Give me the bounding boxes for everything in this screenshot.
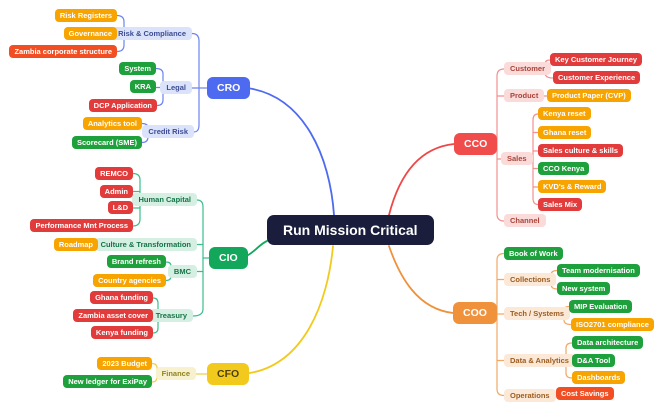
node-risk-and-compliance[interactable]: Risk & Compliance — [112, 27, 192, 40]
node-legal[interactable]: Legal — [160, 81, 192, 94]
node-dashboards[interactable]: Dashboards — [572, 371, 626, 384]
node-governance[interactable]: Governance — [63, 27, 117, 40]
node-kenya-funding[interactable]: Kenya funding — [90, 326, 153, 339]
node-risk-registers[interactable]: Risk Registers — [54, 9, 117, 22]
node-data-and-analytics[interactable]: Data & Analytics — [504, 354, 575, 367]
curve-coo — [388, 245, 454, 314]
node-finance[interactable]: Finance — [155, 367, 196, 380]
node-country-agencies[interactable]: Country agencies — [93, 274, 166, 287]
node-ghana-funding[interactable]: Ghana funding — [90, 291, 153, 304]
node-bmc[interactable]: BMC — [167, 265, 197, 278]
node-sales-mix[interactable]: Sales Mix — [538, 198, 583, 211]
branch-cro[interactable]: CRO — [207, 77, 251, 99]
main-branch-curves — [235, 87, 455, 375]
node-product-paper-cvp[interactable]: Product Paper (CVP) — [547, 89, 631, 102]
curve-cfo — [242, 245, 334, 375]
node-new-ledger-for-exipay[interactable]: New ledger for ExiPay — [63, 375, 152, 388]
node-operations[interactable]: Operations — [504, 389, 556, 402]
curve-cro — [246, 87, 335, 216]
node-zambia-corporate-structure[interactable]: Zambia corporate structure — [9, 45, 117, 58]
node-scorecard-sme[interactable]: Scorecard (SME) — [71, 136, 142, 149]
branch-cfo[interactable]: CFO — [207, 363, 250, 385]
node-roadmap[interactable]: Roadmap — [53, 238, 98, 251]
node-team-modernisation[interactable]: Team modernisation — [557, 264, 640, 277]
node-culture-and-transformation[interactable]: Culture & Transformation — [94, 238, 197, 251]
node-kenya-reset[interactable]: Kenya reset — [538, 107, 591, 120]
node-sales-culture-and-skills[interactable]: Sales culture & skills — [538, 144, 624, 157]
node-ghana-reset[interactable]: Ghana reset — [538, 126, 592, 139]
node-kvds-and-reward[interactable]: KVD's & Reward — [538, 180, 607, 193]
branch-cio[interactable]: CIO — [209, 247, 248, 269]
central-topic[interactable]: Run Mission Critical — [267, 215, 434, 245]
node-l-and-d[interactable]: L&D — [107, 201, 133, 214]
node-product[interactable]: Product — [504, 89, 545, 102]
node-cco-kenya[interactable]: CCO Kenya — [538, 162, 590, 175]
node-performance-mnt-process[interactable]: Performance Mnt Process — [30, 219, 133, 232]
node-analytics-tool[interactable]: Analytics tool — [82, 117, 142, 130]
node-human-capital[interactable]: Human Capital — [132, 193, 197, 206]
branch-coo[interactable]: COO — [453, 302, 497, 324]
node-key-customer-journey[interactable]: Key Customer Journey — [550, 53, 643, 66]
node-new-system[interactable]: New system — [557, 282, 611, 295]
node-remco[interactable]: REMCO — [95, 167, 133, 180]
node-d-and-a-tool[interactable]: D&A Tool — [572, 354, 616, 367]
node-sales[interactable]: Sales — [501, 152, 533, 165]
node-cost-savings[interactable]: Cost Savings — [556, 387, 614, 400]
node-customer[interactable]: Customer — [504, 62, 552, 75]
node-kra[interactable]: KRA — [129, 80, 156, 93]
node-system[interactable]: System — [119, 62, 156, 75]
node-book-of-work[interactable]: Book of Work — [504, 247, 563, 260]
node-treasury[interactable]: Treasury — [149, 309, 193, 322]
node-brand-refresh[interactable]: Brand refresh — [106, 255, 166, 268]
node-2023-budget[interactable]: 2023 Budget — [97, 357, 152, 370]
connectors-cco — [490, 59, 554, 222]
curve-cco — [388, 143, 455, 216]
node-zambia-asset-cover[interactable]: Zambia asset cover — [73, 309, 153, 322]
branch-cco[interactable]: CCO — [454, 133, 498, 155]
node-dcp-application[interactable]: DCP Application — [88, 99, 157, 112]
node-collections[interactable]: Collections — [504, 273, 557, 286]
node-channel[interactable]: Channel — [504, 214, 546, 227]
node-data-architecture[interactable]: Data architecture — [572, 336, 644, 349]
node-mip-evaluation[interactable]: MIP Evaluation — [569, 300, 633, 313]
node-credit-risk[interactable]: Credit Risk — [142, 125, 194, 138]
node-admin[interactable]: Admin — [99, 185, 133, 198]
node-tech-systems[interactable]: Tech / Systems — [504, 307, 571, 320]
node-customer-experience[interactable]: Customer Experience — [553, 71, 641, 84]
node-iso2701-compliance[interactable]: ISO2701 compliance — [571, 318, 654, 331]
